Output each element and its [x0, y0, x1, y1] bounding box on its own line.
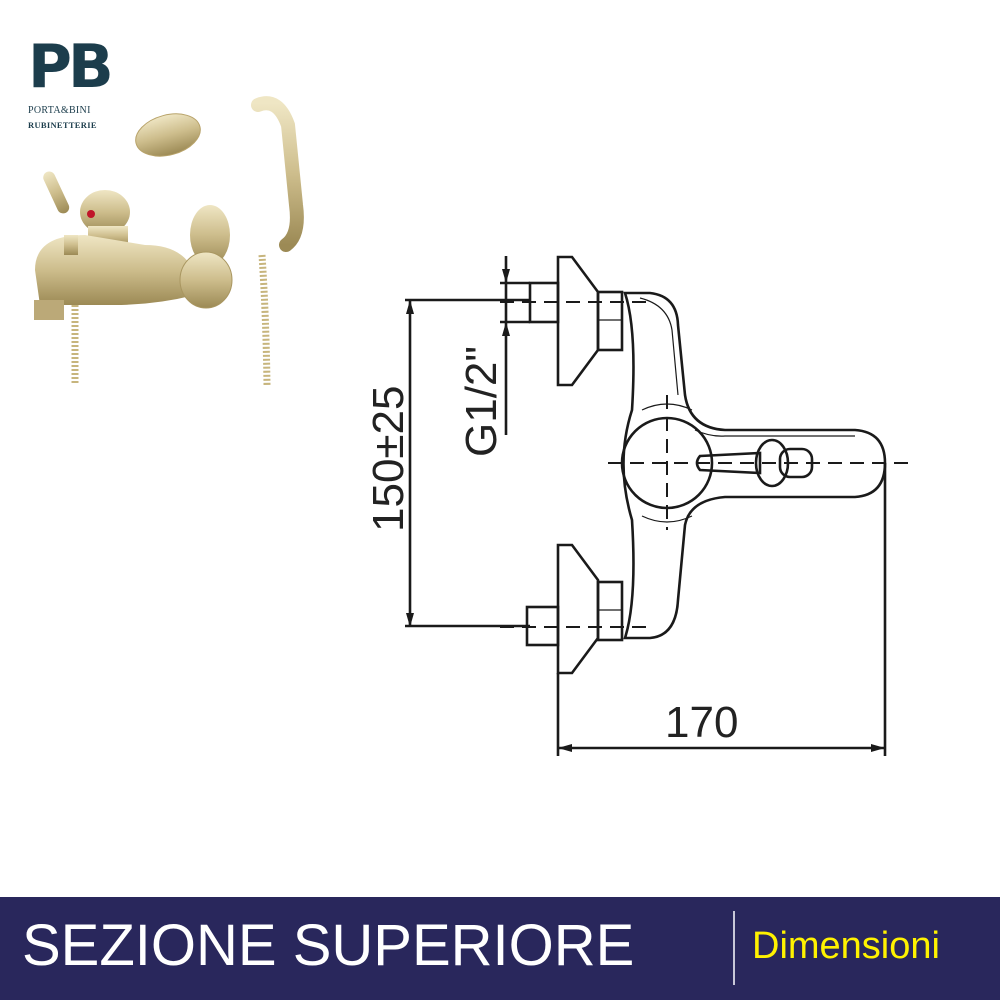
mixer-body	[622, 291, 887, 640]
thread-dimension-label: G1/2"	[457, 346, 506, 457]
banner-title: SEZIONE SUPERIORE	[22, 913, 635, 978]
product-photo	[34, 96, 304, 386]
section-banner: SEZIONE SUPERIORE Dimensioni	[0, 897, 1000, 1000]
brand-tagline: RUBINETTERIE	[28, 120, 97, 130]
brand-logo: PB PORTA&BINI RUBINETTERIE	[28, 30, 148, 132]
technical-drawing	[405, 255, 915, 756]
width-dimension-label: 170	[665, 698, 738, 747]
brand-name: PORTA&BINI	[28, 105, 91, 116]
height-dimension-label: 150±25	[364, 385, 413, 532]
banner-subtitle: Dimensioni	[752, 925, 940, 967]
banner-divider	[733, 911, 735, 985]
product-and-drawing: 150±25 G1/2" 170	[34, 96, 915, 756]
lever	[695, 451, 762, 475]
logo-mark: PB	[28, 32, 114, 102]
